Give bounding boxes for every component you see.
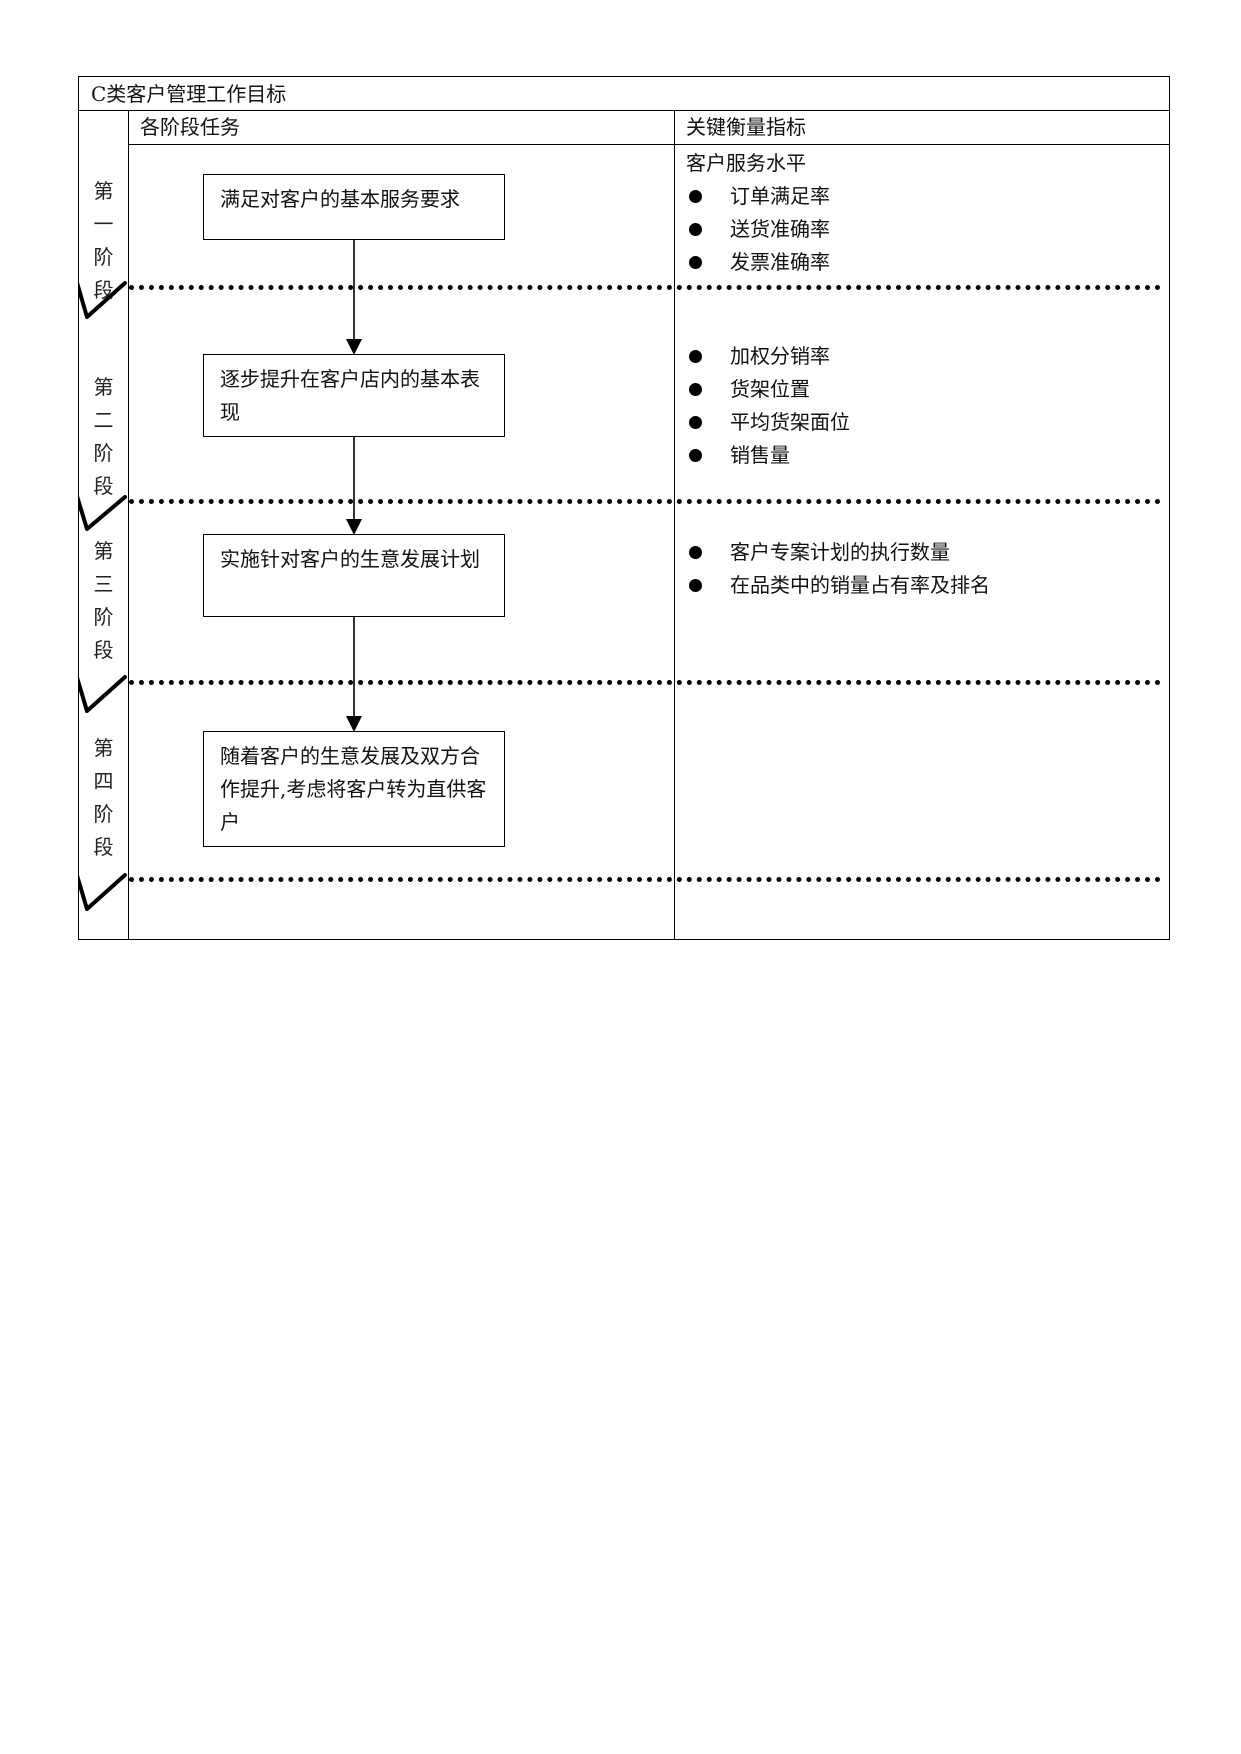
flow-overlay [79, 240, 362, 911]
column-divider-stage [128, 111, 129, 939]
metric-item: 发票准确率 [686, 246, 830, 279]
bullet-icon [689, 223, 702, 236]
bullet-icon [689, 546, 702, 559]
metrics-heading-stage-1: 客户服务水平 [686, 151, 806, 175]
bullet-icon [689, 383, 702, 396]
metrics-list-stage-2: 加权分销率 货架位置 平均货架面位 销售量 [686, 340, 850, 472]
bullet-icon [689, 256, 702, 269]
header-metrics: 关键衡量指标 [686, 115, 806, 139]
column-divider-metrics [674, 111, 675, 939]
metric-item: 加权分销率 [686, 340, 850, 373]
bullet-icon [689, 190, 702, 203]
metric-item: 平均货架面位 [686, 406, 850, 439]
metric-item: 客户专案计划的执行数量 [686, 536, 990, 569]
task-box-stage-3: 实施针对客户的生意发展计划 [203, 534, 505, 617]
metrics-list-stage-1: 订单满足率 送货准确率 发票准确率 [686, 180, 830, 279]
check-mark-icon [79, 281, 127, 319]
goal-table: C类客户管理工作目标 各阶段任务 关键衡量指标 第 一 阶 段 第 二 阶 段 … [78, 76, 1170, 940]
stage-separator-3 [129, 680, 1161, 685]
header-tasks: 各阶段任务 [140, 115, 240, 139]
column-header-row: 各阶段任务 关键衡量指标 [128, 111, 1169, 145]
task-box-stage-2: 逐步提升在客户店内的基本表现 [203, 354, 505, 437]
table-title: C类客户管理工作目标 [91, 82, 287, 106]
metric-item: 订单满足率 [686, 180, 830, 213]
metrics-list-stage-3: 客户专案计划的执行数量 在品类中的销量占有率及排名 [686, 536, 990, 602]
bullet-icon [689, 579, 702, 592]
stage-label-3: 第 三 阶 段 [93, 539, 114, 662]
bullet-icon [689, 449, 702, 462]
stage-label-1: 第 一 阶 段 [93, 179, 114, 302]
task-box-stage-1: 满足对客户的基本服务要求 [203, 174, 505, 240]
metric-item: 在品类中的销量占有率及排名 [686, 569, 990, 602]
stage-label-2: 第 二 阶 段 [93, 375, 114, 498]
stage-label-4: 第 四 阶 段 [93, 736, 114, 859]
metrics-stage-2: 加权分销率 货架位置 平均货架面位 销售量 [686, 340, 850, 472]
metric-item: 送货准确率 [686, 213, 830, 246]
metrics-stage-3: 客户专案计划的执行数量 在品类中的销量占有率及排名 [686, 536, 990, 602]
check-mark-icon [79, 873, 127, 911]
check-mark-icon [79, 495, 127, 531]
stage-separator-2 [129, 499, 1161, 504]
bullet-icon [689, 416, 702, 429]
bullet-icon [689, 350, 702, 363]
table-title-row: C类客户管理工作目标 [79, 77, 1169, 111]
stage-separator-1 [129, 285, 1161, 290]
task-box-stage-4: 随着客户的生意发展及双方合作提升,考虑将客户转为直供客户 [203, 731, 505, 847]
metrics-stage-1: 客户服务水平 订单满足率 送货准确率 发票准确率 [686, 147, 830, 279]
stage-separator-4 [129, 877, 1161, 882]
check-mark-icon [79, 675, 127, 713]
metric-item: 销售量 [686, 439, 850, 472]
metric-item: 货架位置 [686, 373, 850, 406]
